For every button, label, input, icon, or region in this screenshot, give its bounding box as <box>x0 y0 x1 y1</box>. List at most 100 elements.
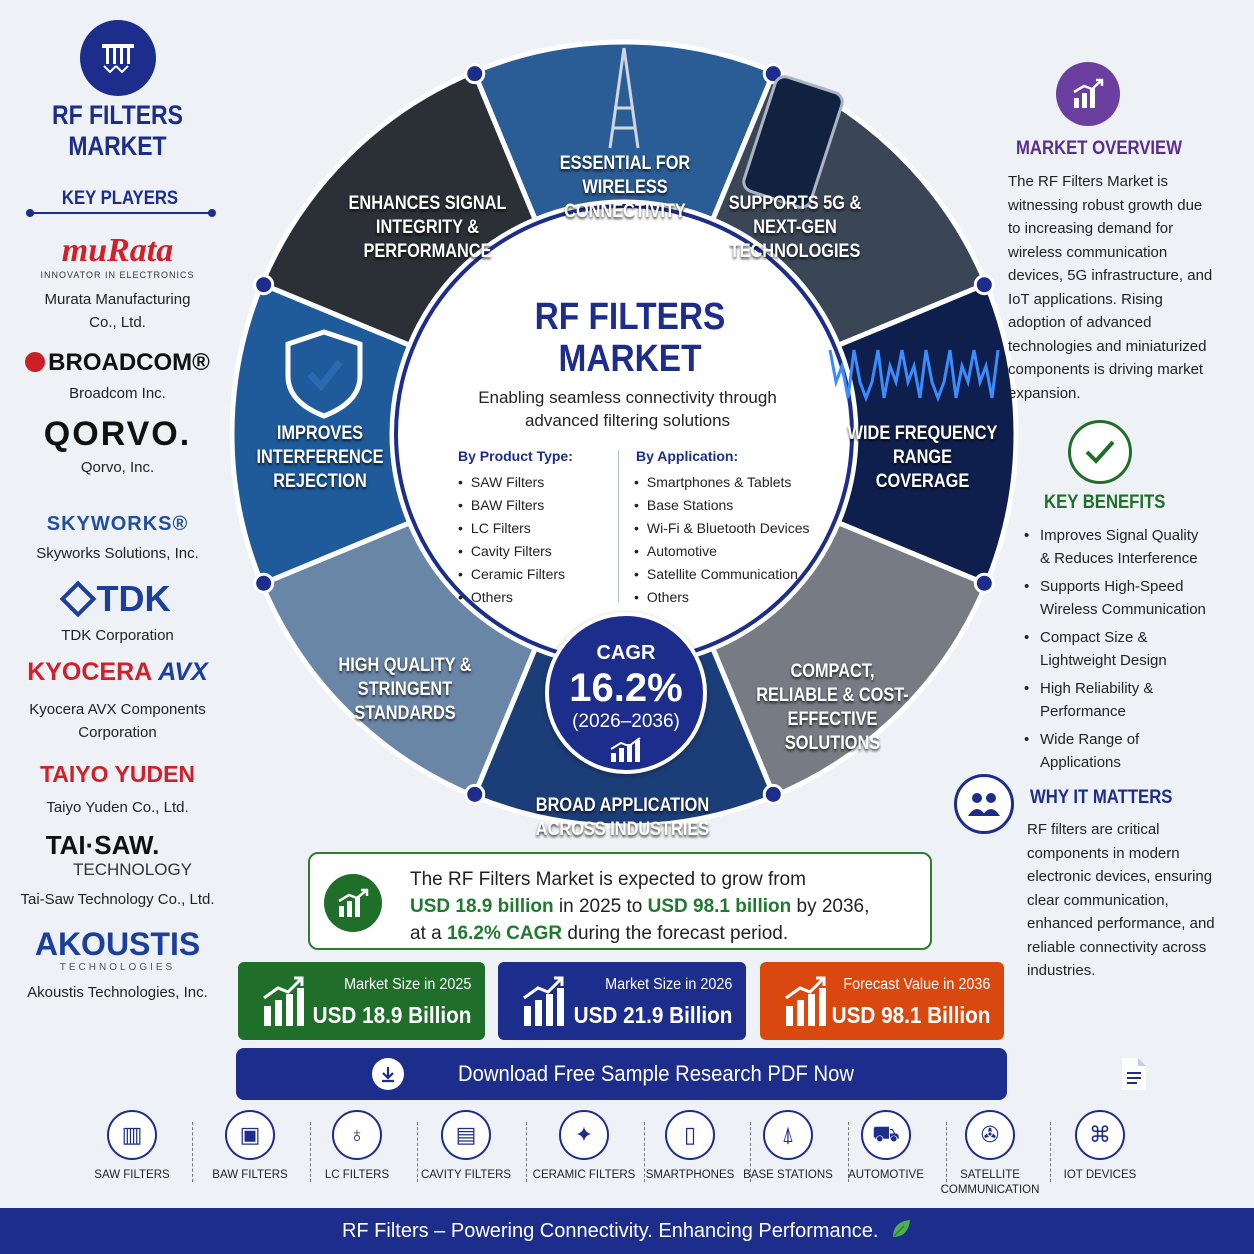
player-qorvo: QORVO. Qorvo, Inc. <box>0 414 235 479</box>
list-item: Supports High-Speed Wireless Communicati… <box>1022 575 1212 621</box>
strip-label: SAW FILTERS <box>94 1169 170 1181</box>
kpi-market-size-2025: Market Size in 2025 USD 18.9 Billion <box>238 962 485 1040</box>
list-item: LC Filters <box>458 517 565 540</box>
download-sample-button[interactable]: Download Free Sample Research PDF Now <box>236 1048 1146 1100</box>
tdk-logo-icon <box>59 580 96 618</box>
strip-label: BASE STATIONS <box>743 1169 833 1181</box>
growth-text: The RF Filters Market is expected to gro… <box>410 869 870 944</box>
player-name: TDK Corporation <box>61 627 174 644</box>
player-skyworks: SKYWORKS® Skyworks Solutions, Inc. <box>0 510 235 565</box>
strip-item-lc-filters: ♁LC FILTERS <box>303 1110 411 1183</box>
list-item: Smartphones & Tablets <box>634 471 810 494</box>
qorvo-logo: QORVO. <box>43 415 192 453</box>
tdk-logo: TDK <box>0 578 235 620</box>
list-item: Wide Range of Applications <box>1022 728 1212 774</box>
player-name: Tai-Saw Technology Co., Ltd. <box>20 891 215 908</box>
leaf-icon <box>893 1220 911 1237</box>
strip-label: AUTOMOTIVE <box>848 1169 924 1181</box>
strip-label: SATELLITE COMMUNICATION <box>940 1169 1040 1196</box>
download-icon <box>372 1058 404 1090</box>
list-item: Satellite Communication <box>634 563 810 586</box>
chart-up-icon <box>523 976 564 1026</box>
list-item: Automotive <box>634 540 810 563</box>
list-item: Compact Size & Lightweight Design <box>1022 626 1212 672</box>
strip-item-base-stations: ⍋ BASE STATIONS <box>734 1110 842 1183</box>
kpi-label: Forecast Value in 2036 <box>842 976 990 993</box>
kpi-value: USD 21.9 Billion <box>573 1002 732 1028</box>
center-title: RF FILTERS MARKET <box>534 296 726 380</box>
cagr-period: (2026–2036) <box>572 711 680 732</box>
segment-label-5g: SUPPORTS 5G & NEXT-GEN TECHNOLOGIES <box>728 193 862 262</box>
wheel-dot <box>762 783 784 805</box>
strip-divider <box>1050 1122 1051 1182</box>
player-akoustis: AKOUSTIS TECHNOLOGIES Akoustis Technolog… <box>0 926 235 1004</box>
segment-label-frequency: WIDE FREQUENCY RANGE COVERAGE <box>847 423 998 492</box>
list-item: Base Stations <box>634 494 810 517</box>
satellite-icon: ✇ <box>965 1110 1015 1160</box>
player-kyocera: KYOCERA AVX Kyocera AVX Components Corpo… <box>0 656 235 744</box>
strip-divider <box>848 1122 849 1182</box>
kpi-value: USD 98.1 Billion <box>831 1002 990 1028</box>
strip-divider <box>417 1122 418 1182</box>
segment-label-broad-application: BROAD APPLICATION ACROSS INDUSTRIES <box>535 795 710 840</box>
footer-banner: RF Filters – Powering Connectivity. Enha… <box>0 1208 1254 1254</box>
kpi-value: USD 18.9 Billion <box>312 1002 471 1028</box>
strip-item-cavity-filters: ▤CAVITY FILTERS <box>412 1110 520 1183</box>
base-station-icon: ⍋ <box>763 1110 813 1160</box>
iot-icon: ⌘ <box>1075 1110 1125 1160</box>
player-tdk: TDK TDK Corporation <box>0 578 235 647</box>
baw-filter-icon: ▣ <box>225 1110 275 1160</box>
strip-label: LC FILTERS <box>324 1169 390 1181</box>
strip-item-ceramic-filters: ✦CERAMIC FILTERS <box>530 1110 638 1183</box>
player-broadcom: BROADCOM® Broadcom Inc. <box>0 348 235 405</box>
player-name: Qorvo, Inc. <box>80 459 155 476</box>
list-item: SAW Filters <box>458 471 565 494</box>
wheel-dot <box>253 274 275 296</box>
growth-summary: The RF Filters Market is expected to gro… <box>308 852 932 950</box>
strip-divider <box>310 1122 311 1182</box>
smartphone-icon: ▯ <box>665 1110 715 1160</box>
document-icon <box>1122 1058 1146 1090</box>
player-murata: muRata INNOVATOR IN ELECTRONICS Murata M… <box>0 232 235 334</box>
taiyo-yuden-logo: TAIYO YUDEN <box>39 761 196 787</box>
player-taiyo-yuden: TAIYO YUDEN Taiyo Yuden Co., Ltd. <box>0 760 235 819</box>
strip-divider <box>750 1122 751 1182</box>
check-icon <box>1068 420 1132 484</box>
key-benefits-title: KEY BENEFITS <box>1044 492 1166 513</box>
strip-label: CERAMIC FILTERS <box>532 1169 636 1181</box>
player-name: Broadcom Inc. <box>69 385 166 402</box>
list-item: Others <box>458 586 565 609</box>
cagr-value: 16.2% <box>569 666 683 710</box>
player-name: Kyocera AVX Components Corporation <box>29 701 206 741</box>
check-icon <box>307 359 343 392</box>
skyworks-logo: SKYWORKS® <box>46 513 189 535</box>
market-overview-title: MARKET OVERVIEW <box>1016 138 1182 159</box>
player-name: Murata Manufacturing Co., Ltd. <box>44 291 191 331</box>
murata-logo: muRata <box>61 232 174 269</box>
key-players-panel: RF FILTERS MARKET KEY PLAYERS muRata INN… <box>0 0 235 1205</box>
kpi-forecast-2036: Forecast Value in 2036 USD 98.1 Billion <box>760 962 1004 1040</box>
kpi-label: Market Size in 2026 <box>604 976 732 993</box>
list-item: Wi-Fi & Bluetooth Devices <box>634 517 810 540</box>
cagr-badge: CAGR 16.2% (2026–2036) <box>545 612 707 774</box>
strip-item-saw-filters: ▥SAW FILTERS <box>78 1110 186 1183</box>
segment-label-interference: IMPROVES INTERFERENCE REJECTION <box>256 423 384 492</box>
kyocera-avx-logo: KYOCERA AVX <box>27 658 208 686</box>
wheel-dot <box>973 572 995 594</box>
strip-item-smartphones: ▯SMARTPHONES <box>636 1110 744 1183</box>
center-subtitle: Enabling seamless connectivity through a… <box>478 388 777 430</box>
strip-item-satellite-communication: ✇ SATELLITE COMMUNICATION <box>936 1110 1044 1198</box>
murata-tagline: INNOVATOR IN ELECTRONICS <box>40 270 195 280</box>
tower-icon <box>608 47 640 149</box>
cagr-label: CAGR <box>596 642 656 664</box>
why-it-matters-text: RF filters are critical components in mo… <box>1027 821 1215 979</box>
people-icon <box>954 774 1014 834</box>
broadcom-logo-icon <box>25 352 46 372</box>
key-benefits-list: Improves Signal Quality & Reduces Interf… <box>1022 524 1212 779</box>
strip-label: CAVITY FILTERS <box>420 1169 512 1181</box>
segment-label-compact: COMPACT, RELIABLE & COST-EFFECTIVE SOLUT… <box>756 661 909 754</box>
kpi-label: Market Size in 2025 <box>343 976 471 993</box>
strip-divider <box>644 1122 645 1182</box>
download-label: Download Free Sample Research PDF Now <box>458 1061 854 1086</box>
market-overview-text: The RF Filters Market is witnessing robu… <box>1008 173 1213 402</box>
